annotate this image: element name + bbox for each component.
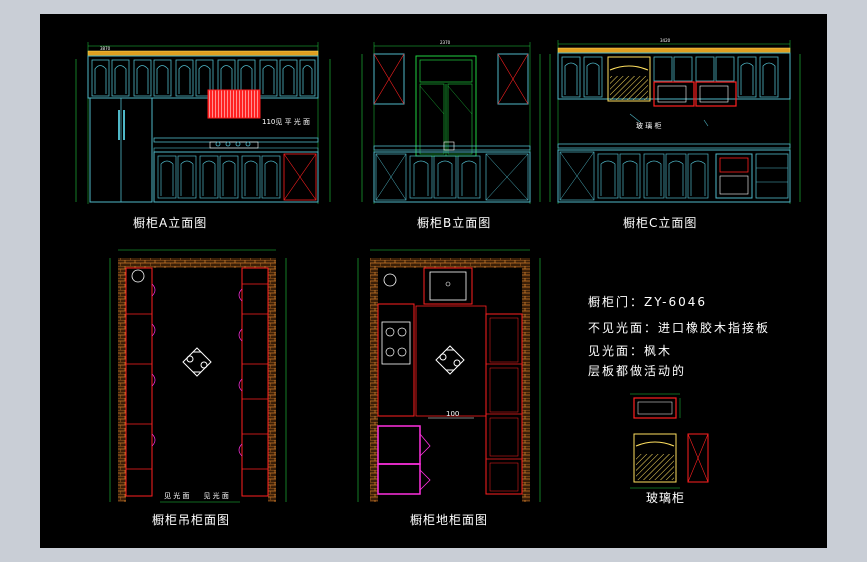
svg-text:3420: 3420: [660, 38, 671, 43]
note-visible-face: 见光面：枫木: [588, 343, 672, 358]
elevation-b-title: 橱柜B立面图: [417, 215, 491, 230]
wall-cabinet-plan-drawing: 见 光 面 见 光 面: [109, 249, 287, 503]
c-note-label: 玻 璃 柜: [636, 121, 661, 130]
elevation-c-title: 橱柜C立面图: [623, 215, 697, 230]
elevation-b-drawing: 2370: [361, 40, 541, 204]
note-shelves: 层板都做活动的: [588, 363, 686, 378]
door-dim-label: 100: [446, 410, 459, 418]
wine-cabinet-title: 玻璃柜: [646, 491, 685, 505]
note-hidden-face: 不见光面：进口橡胶木指接板: [588, 320, 770, 335]
material-notes: 橱柜门：ZY-6046 不见光面：进口橡胶木指接板 见光面：枫木 层板都做活动的: [588, 294, 770, 378]
svg-text:3870: 3870: [100, 46, 111, 51]
drawing-svg: 110见 平 光 面: [75, 38, 801, 527]
note-door-model: 橱柜门：ZY-6046: [588, 294, 707, 309]
floor-plan-title: 橱柜地柜面图: [410, 513, 488, 527]
plan-a-bottom-note: 见 光 面 见 光 面: [164, 491, 229, 500]
svg-text:2370: 2370: [440, 40, 451, 45]
cad-model-space[interactable]: 110见 平 光 面: [40, 14, 827, 548]
a-note-label: 110见 平 光 面: [262, 117, 310, 126]
elevation-a-drawing: 110见 平 光 面: [75, 42, 331, 204]
floor-cabinet-plan-drawing: 100: [357, 249, 541, 502]
elevation-a-title: 橱柜A立面图: [133, 215, 207, 230]
wall-plan-title: 橱柜吊柜面图: [152, 513, 230, 527]
wine-cabinet-detail: [630, 393, 709, 489]
elevation-c-drawing: 玻 璃 柜: [549, 38, 801, 204]
